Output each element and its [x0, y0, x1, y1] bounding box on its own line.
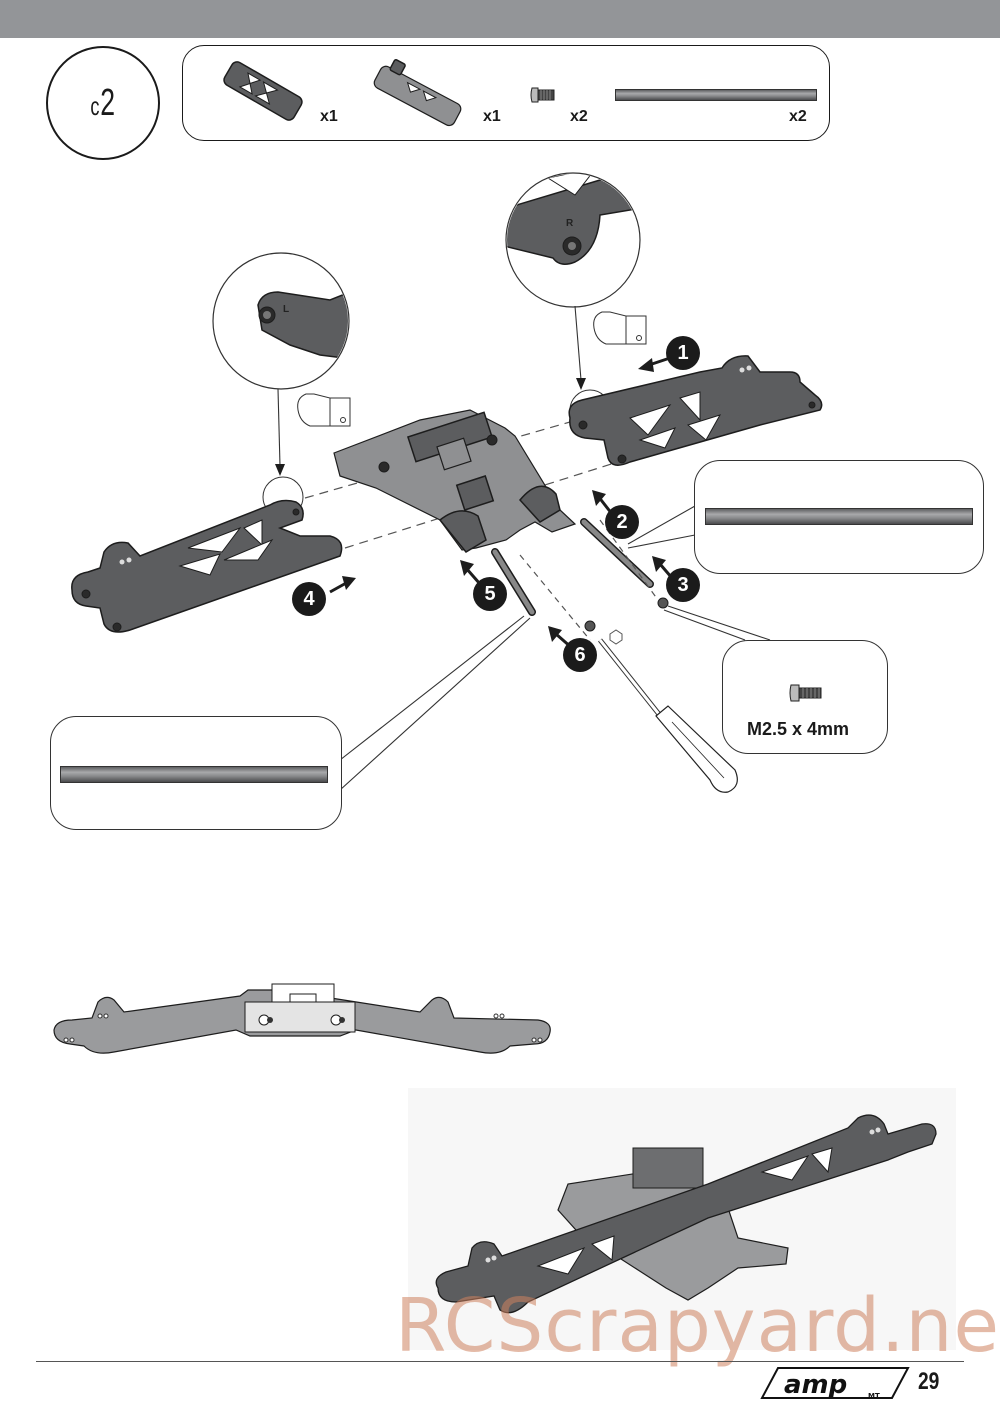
callout-hinge-pin-right — [694, 460, 984, 574]
hinge-pin-icon — [60, 766, 328, 783]
logo-sub-text: MT — [868, 1392, 880, 1400]
center-bulkhead — [333, 409, 577, 553]
right-suspension-arm — [568, 355, 823, 466]
left-suspension-arm — [71, 499, 343, 633]
hex-wrench-tip-icon — [609, 629, 623, 645]
step-badge-5: 5 — [473, 577, 507, 611]
parts-list-box: x1 x1 x2 x2 — [182, 45, 830, 141]
step-badge-1: 1 — [666, 336, 700, 370]
arm-marking-l: L — [283, 304, 289, 315]
screw-icon — [789, 684, 822, 702]
amp-mt-logo: amp MT — [760, 1367, 910, 1400]
screw-icon — [530, 87, 555, 103]
step-badge-4: 4 — [292, 582, 326, 616]
assembly-front-view — [53, 983, 551, 1054]
step-badge-3: 3 — [666, 568, 700, 602]
part-qty: x2 — [570, 108, 588, 125]
step-badge-2: 2 — [605, 505, 639, 539]
suspension-arm-icon — [223, 61, 303, 121]
exploded-assembly-diagram: R L — [71, 172, 823, 793]
arrow-4 — [329, 576, 356, 594]
hand-pinch-icon — [593, 311, 647, 345]
assembly-iso-view — [435, 1114, 937, 1314]
zoom-detail-left-arm: L — [212, 252, 350, 390]
screw-spec-label: M2.5 x 4mm — [747, 719, 850, 739]
arrow-5 — [460, 560, 482, 585]
part-qty: x1 — [483, 108, 501, 125]
step-indicator: c2 — [46, 46, 160, 160]
screw-icon — [584, 597, 669, 632]
step-badge-6: 6 — [563, 638, 597, 672]
screwdriver-icon — [598, 638, 738, 793]
part-qty: x1 — [320, 108, 338, 125]
logo-text: amp — [784, 1370, 847, 1400]
watermark-text: RCScrapyard.net — [395, 1283, 1000, 1369]
part-qty: x2 — [789, 108, 807, 125]
page-number: 29 — [918, 1368, 940, 1395]
hinge-pin-icon — [615, 89, 817, 101]
hand-pinch-icon — [297, 393, 351, 427]
arm-marking-r: R — [566, 218, 574, 229]
hinge-pin-left — [491, 548, 536, 616]
footer-divider — [36, 1361, 964, 1362]
hinge-pin-icon — [705, 508, 973, 525]
callout-screw: M2.5 x 4mm — [722, 640, 888, 754]
suspension-arm-icon — [373, 59, 462, 127]
step-label: c2 — [90, 81, 116, 124]
callout-hinge-pin-left — [50, 716, 342, 830]
header-bar — [0, 0, 1000, 38]
zoom-detail-right-arm: R — [505, 172, 641, 308]
